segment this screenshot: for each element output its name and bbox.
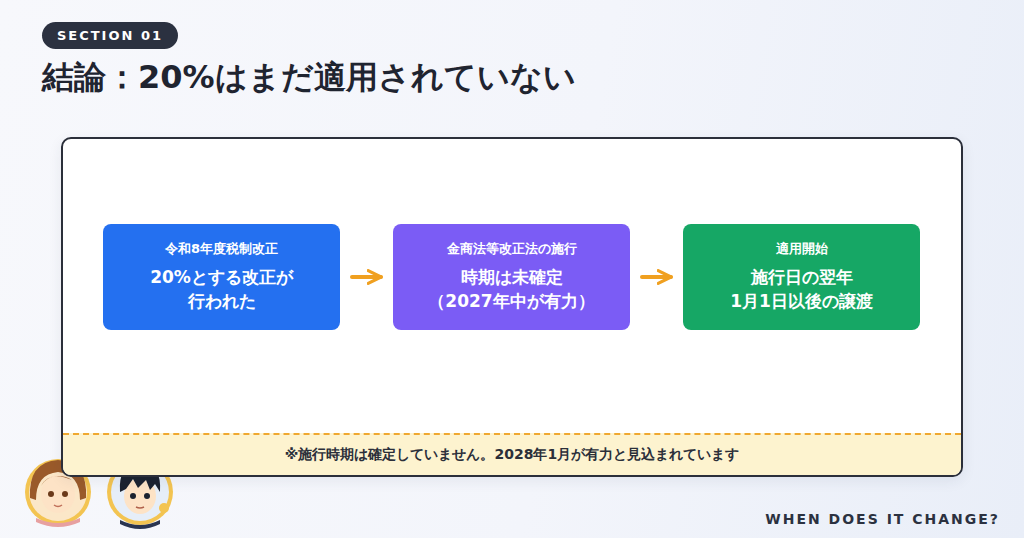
flow-arrow bbox=[642, 275, 671, 279]
node-heading: ※施行時期は確定していません。2028年1月が有力と見込まれています bbox=[285, 446, 739, 464]
node-body: 施行日の翌年 1月1日以後の譲渡 bbox=[707, 266, 897, 314]
flow-arrow bbox=[352, 275, 381, 279]
process-box: 適用開始施行日の翌年 1月1日以後の譲渡 bbox=[683, 224, 920, 330]
section-badge: SECTION 01 bbox=[42, 22, 178, 49]
process-box: 金商法等改正法の施行時期は未確定 （2027年中が有力） bbox=[393, 224, 630, 330]
node-heading: SECTION 01 bbox=[57, 28, 163, 43]
node-body: 20%とする改正が 行われた bbox=[127, 266, 317, 314]
corner-tag: WHEN DOES IT CHANGE? bbox=[765, 511, 1000, 527]
node-heading: 適用開始 bbox=[776, 240, 828, 258]
process-box: 令和8年度税制改正 20%とする改正が 行われた bbox=[103, 224, 340, 330]
node-body: 時期は未確定 （2027年中が有力） bbox=[417, 266, 607, 314]
note-band: ※施行時期は確定していません。2028年1月が有力と見込まれています bbox=[63, 433, 961, 475]
node-heading: 令和8年度税制改正 bbox=[165, 240, 278, 258]
node-heading: 金商法等改正法の施行 bbox=[447, 240, 577, 258]
heading: 結論：20%はまだ適用されていない bbox=[42, 56, 576, 100]
